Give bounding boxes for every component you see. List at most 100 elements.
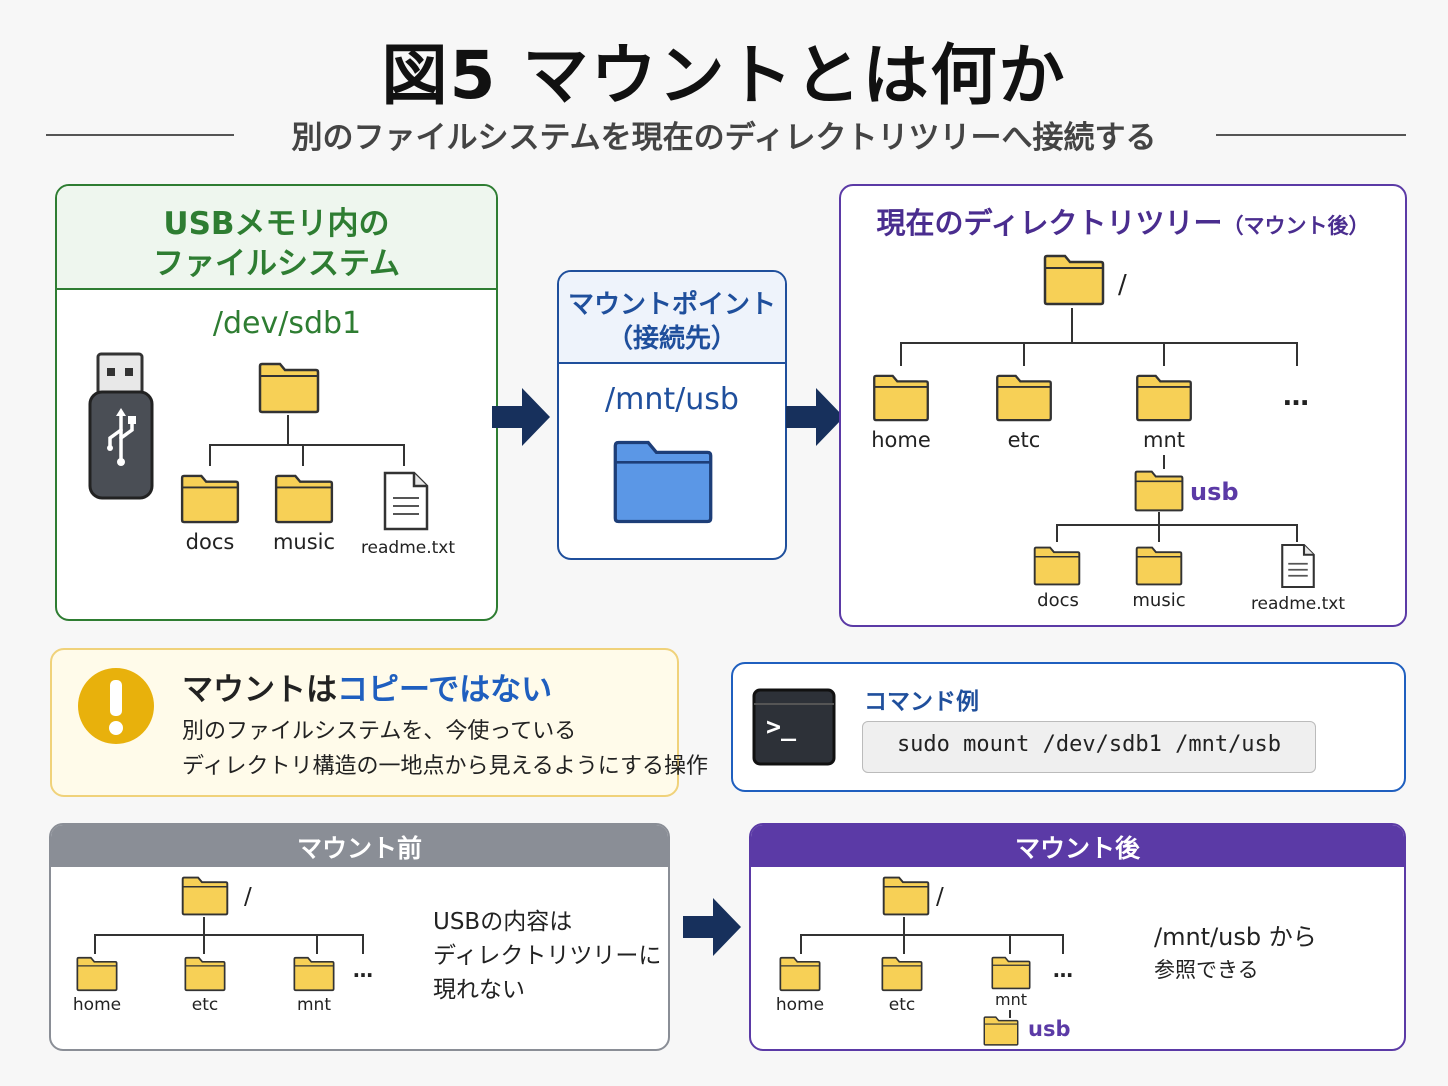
folder-icon (258, 362, 320, 414)
file-label-readme: readme.txt (360, 538, 456, 558)
tree-line (1009, 934, 1011, 954)
folder-icon (1135, 546, 1183, 586)
figure-subtitle: 別のファイルシステムを現在のディレクトリツリーへ接続する (291, 120, 1157, 156)
tree-line (903, 917, 905, 935)
ellipsis-label: … (1283, 382, 1309, 412)
folder-label-etc: etc (1007, 428, 1041, 452)
folder-icon (1033, 546, 1081, 586)
tree-line (800, 934, 802, 954)
folder-icon (184, 956, 226, 992)
folder-label-home: home (871, 428, 931, 452)
after-mount-panel: マウント後 (749, 823, 1406, 1051)
before-heading: マウント前 (296, 834, 422, 863)
folder-label-etc: etc (191, 995, 219, 1015)
mount-point-path: /mnt/usb (605, 382, 739, 417)
folder-icon (779, 956, 821, 992)
mount-point-header (559, 272, 785, 364)
note-text-line2: ディレクトリ構造の一地点から見えるようにする操作 (182, 754, 709, 779)
warning-icon (78, 668, 154, 744)
root-label: / (936, 884, 944, 910)
figure-title: 図5 マウントとは何か (381, 37, 1067, 114)
folder-icon (1136, 374, 1192, 422)
tree-line (1158, 524, 1160, 542)
after-header-bar (751, 825, 1404, 867)
root-label: / (244, 884, 252, 910)
usb-filesystem-panel: USBメモリ内の ファイルシステム /dev/sdb1 (55, 184, 498, 621)
tree-line (900, 342, 1298, 344)
folder-label-mnt: mnt (297, 995, 331, 1015)
subtitle-rule-left (46, 134, 234, 136)
note-text-line1: 別のファイルシステムを、今使っている (182, 719, 577, 744)
tree-line (900, 342, 902, 366)
usb-panel-heading-2: ファイルシステム (152, 246, 401, 282)
arrow-right-icon (786, 388, 844, 446)
tree-line (1056, 524, 1298, 526)
note-panel (50, 648, 679, 797)
mount-point-panel: マウントポイント （接続先） /mnt/usb (557, 270, 787, 560)
root-label: / (1118, 270, 1127, 300)
mount-point-heading-2: （接続先） (606, 324, 737, 354)
tree-line (203, 917, 205, 935)
tree-line (1296, 524, 1298, 542)
folder-icon (180, 474, 240, 524)
file-label-readme: readme.txt (1250, 594, 1346, 614)
usb-mount-label: usb (1028, 1017, 1071, 1041)
folder-label-docs: docs (185, 530, 235, 554)
tree-line (1056, 524, 1058, 542)
note-heading-black: マウントは (182, 672, 337, 708)
before-text-line3: 現れない (433, 977, 525, 1003)
tree-line (1071, 308, 1073, 343)
command-box (862, 721, 1316, 773)
usb-device-path: /dev/sdb1 (212, 306, 362, 341)
subtitle-rule-right (1216, 134, 1406, 136)
tree-line (94, 934, 364, 936)
before-header-bar (51, 825, 668, 867)
current-tree-heading: 現在のディレクトリツリー (876, 206, 1223, 240)
folder-icon (882, 876, 930, 916)
folder-label-music: music (272, 530, 336, 554)
usb-mount-folder-icon (1134, 470, 1184, 512)
tree-line (302, 444, 304, 466)
mount-point-heading-1: マウントポイント (567, 290, 776, 320)
before-text-line2: ディレクトリツリーに (433, 943, 662, 969)
usb-mount-folder-icon (983, 1016, 1019, 1046)
usb-panel-header (57, 186, 496, 290)
tree-line (1062, 934, 1064, 954)
folder-icon (1043, 254, 1105, 306)
ellipsis-label: … (353, 958, 373, 982)
folder-icon (991, 956, 1031, 990)
terminal-prompt: >_ (766, 712, 797, 741)
folder-icon (881, 956, 923, 992)
arrow-right-icon (683, 898, 741, 956)
after-text-line1: /mnt/usb から (1154, 923, 1317, 951)
folder-label-etc: etc (888, 995, 916, 1015)
tree-line (287, 415, 289, 445)
command-heading: コマンド例 (864, 689, 979, 715)
command-text: sudo mount /dev/sdb1 /mnt/usb (896, 732, 1282, 757)
tree-line (1163, 342, 1165, 366)
usb-stick-icon (88, 352, 154, 500)
tree-line (1296, 342, 1298, 366)
folder-label-home: home (72, 995, 122, 1015)
folder-label-docs: docs (1037, 590, 1079, 611)
before-text-line1: USBの内容は (433, 909, 573, 935)
tree-line (1009, 1010, 1011, 1018)
tree-line (903, 934, 905, 954)
tree-line (203, 934, 205, 954)
tree-line (800, 934, 1064, 936)
current-tree-heading-row: 現在のディレクトリツリー（マウント後） (841, 200, 1405, 242)
ellipsis-label: … (1053, 958, 1073, 982)
file-icon (383, 471, 429, 531)
folder-label-mnt: mnt (995, 990, 1027, 1009)
tree-line (1158, 512, 1160, 526)
after-heading: マウント後 (1014, 834, 1140, 863)
tree-line (403, 444, 405, 466)
tree-line (1163, 455, 1165, 469)
folder-icon (274, 474, 334, 524)
blue-folder-icon (613, 440, 713, 524)
file-icon (1281, 543, 1315, 589)
folder-icon (181, 876, 229, 916)
before-mount-panel: マウント前 (49, 823, 670, 1051)
tree-line (1023, 342, 1025, 366)
usb-panel-heading-1: USBメモリ内の (163, 206, 390, 242)
